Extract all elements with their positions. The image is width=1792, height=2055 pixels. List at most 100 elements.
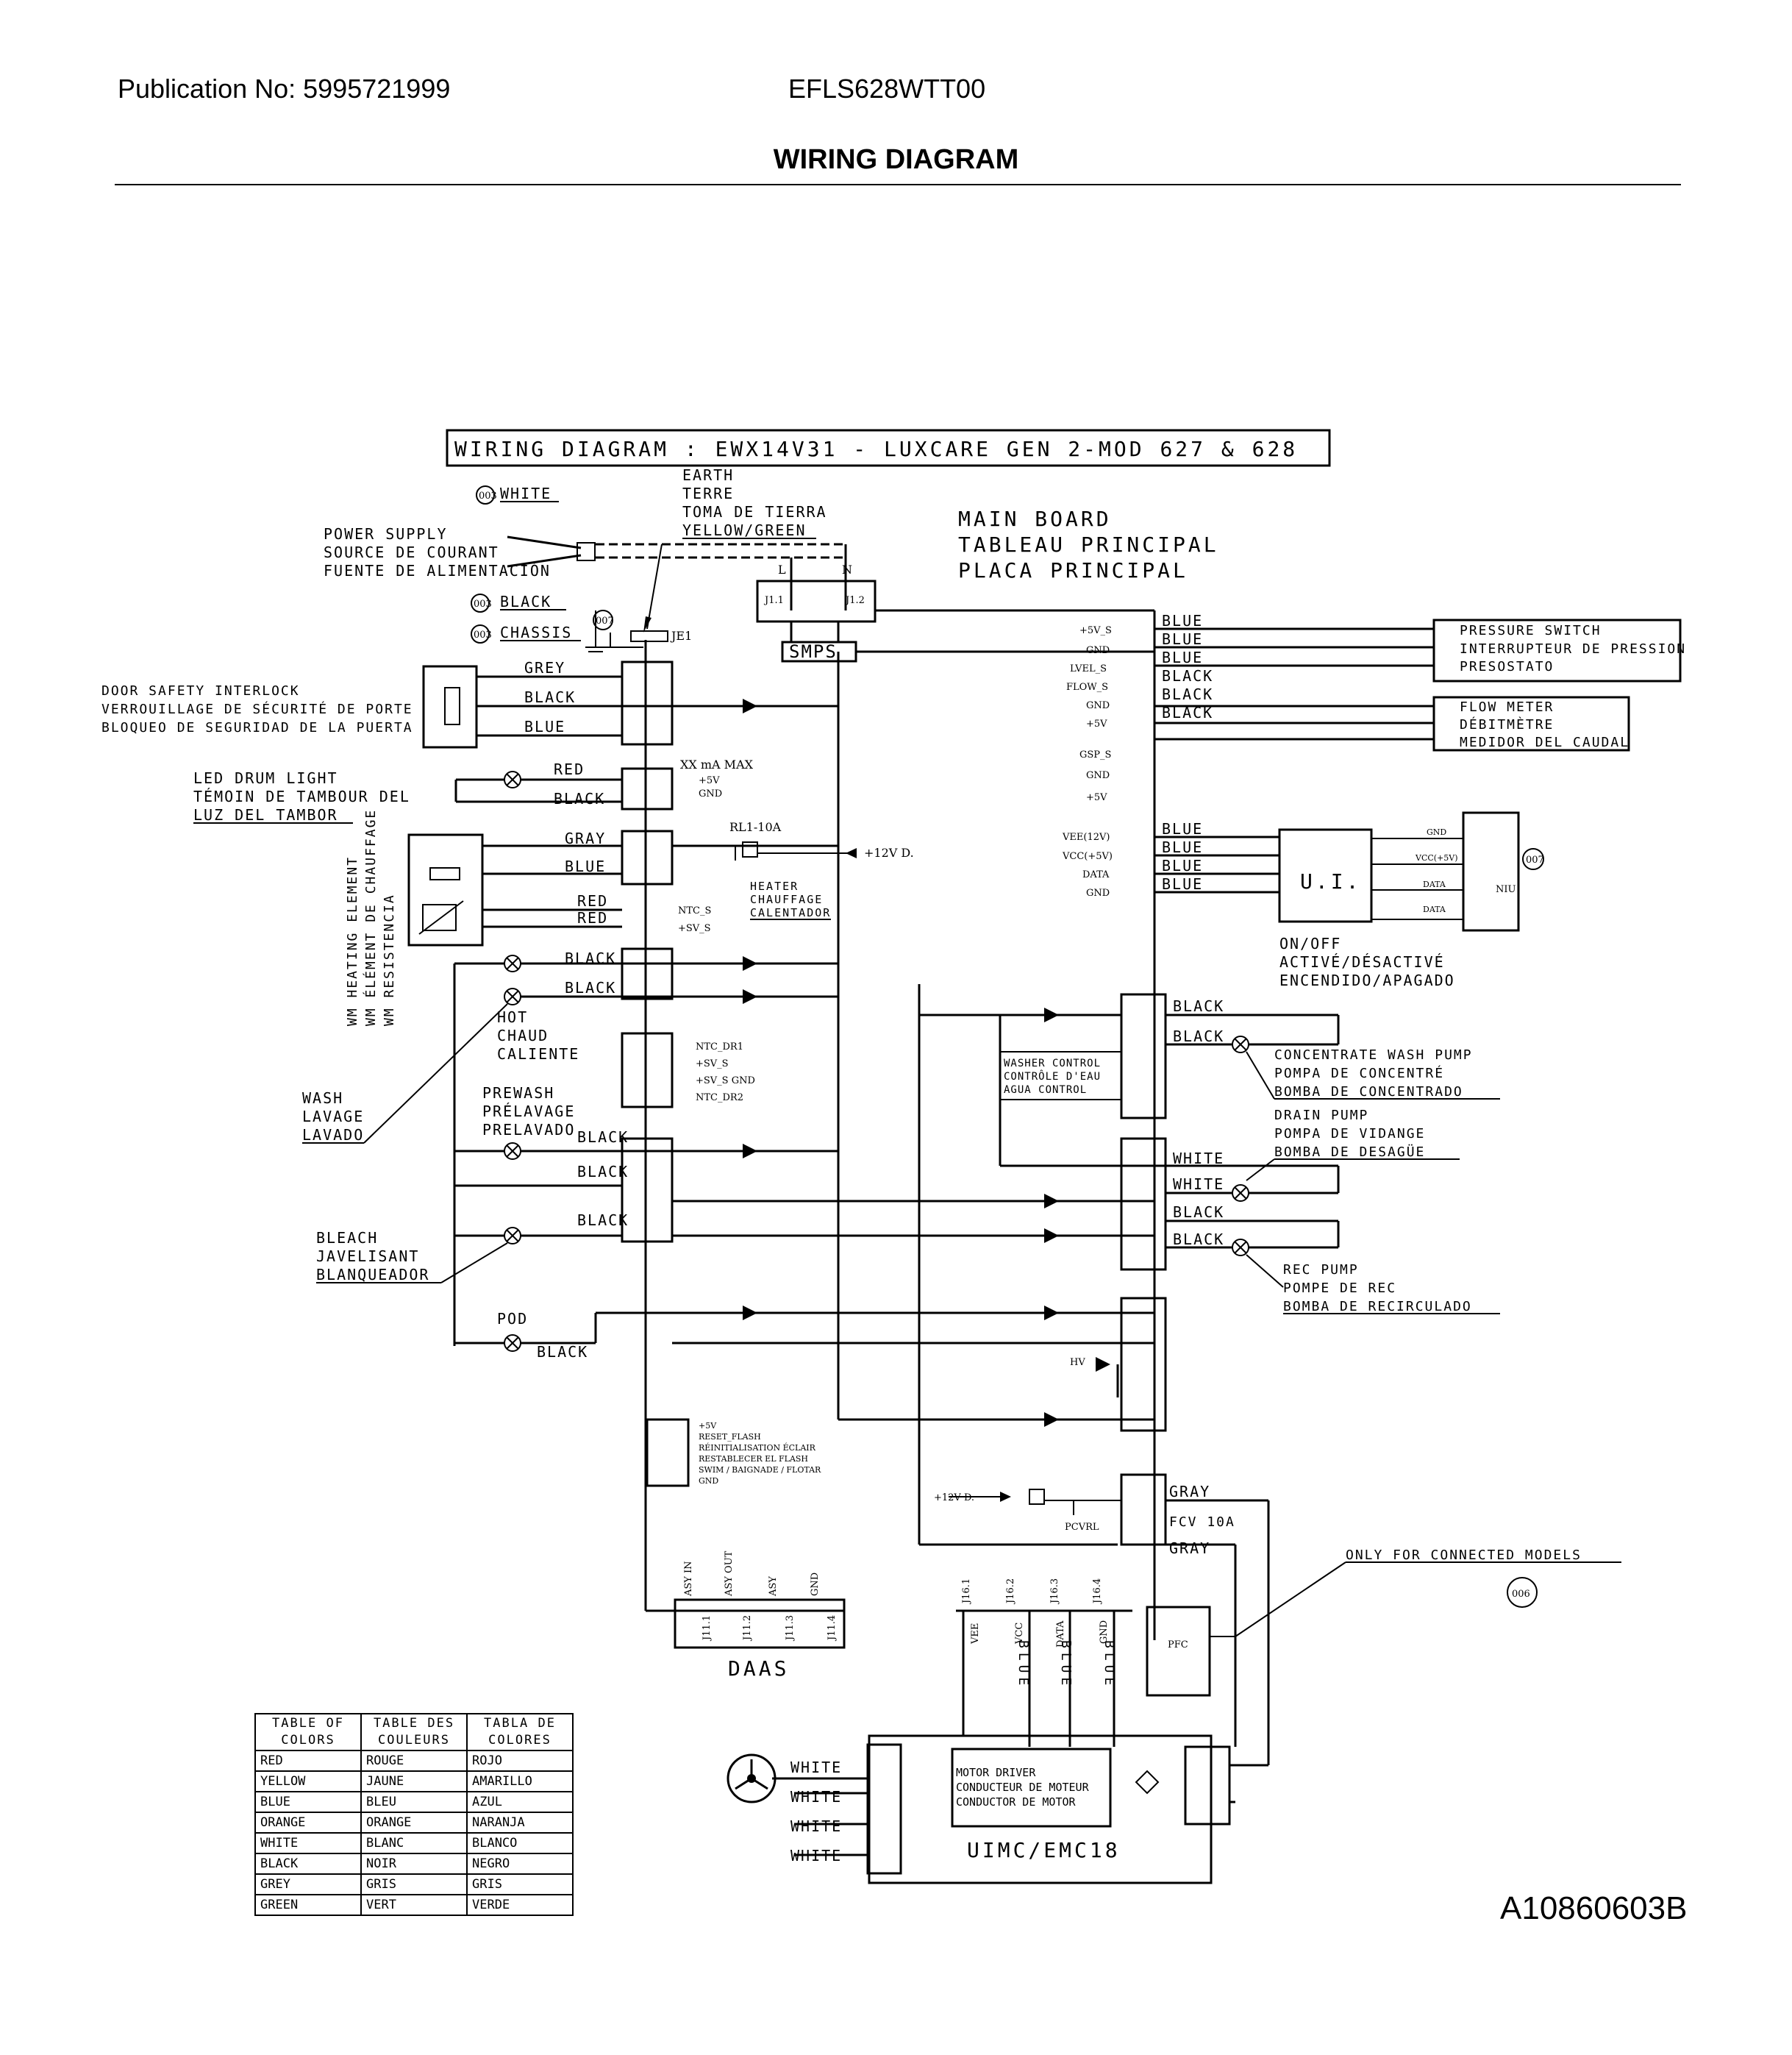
svg-text:+5V: +5V [699,1421,717,1431]
wire-label-red: RED [577,909,608,927]
svg-text:CONTRÔLE D'EAU: CONTRÔLE D'EAU [1004,1069,1101,1083]
main-board-label: MAIN BOARD TABLEAU PRINCIPAL PLACA PRINC… [958,507,1216,583]
je1-terminal [630,630,668,642]
svg-text:WASH: WASH [302,1089,343,1107]
ui-board [1278,828,1373,923]
svg-text:DOOR SAFETY INTERLOCK: DOOR SAFETY INTERLOCK [101,683,300,699]
svg-text:DATA: DATA [1055,1620,1066,1648]
wire-label-gray: GRAY [1169,1539,1210,1557]
mains-connector [756,580,877,623]
pressure-switch-box [1432,619,1682,683]
wire-label-white: WHITE [790,1759,842,1776]
drain-pump-label: DRAIN PUMP POMPA DE VIDANGE BOMBA DE DES… [1274,1108,1425,1160]
svg-text:+5V: +5V [1086,792,1107,803]
svg-text:INTERRUPTEUR DE PRESSION: INTERRUPTEUR DE PRESSION [1460,641,1686,657]
svg-text:LAVAGE: LAVAGE [302,1108,364,1125]
svg-text:HV: HV [1070,1357,1085,1368]
svg-text:SMPS: SMPS [789,641,838,662]
svg-text:PRESSURE SWITCH: PRESSURE SWITCH [1460,623,1602,638]
svg-text:VCC(+5V): VCC(+5V) [1062,851,1113,862]
svg-text:BLANQUEADOR: BLANQUEADOR [316,1266,429,1283]
heating-element-box [407,833,484,947]
svg-text:AGUA CONTROL: AGUA CONTROL [1004,1084,1087,1096]
wire-label-chassis: CHASSIS [500,624,572,641]
wire-label-grey: GREY [524,659,565,677]
j12-signal-labels: +5V_S GND LVEL_S FLOW_S GND +5V [1066,625,1112,730]
wire-label-blue: BLUE [1162,875,1203,893]
svg-text:WM RESISTENCIA: WM RESISTENCIA [382,894,397,1026]
svg-text:WM ÉLÉMENT DE CHAUFFAGE: WM ÉLÉMENT DE CHAUFFAGE [363,809,379,1026]
heater-label: HEATER CHAUFFAGE CALENTADOR [750,880,831,919]
fcv-relay-icon [1029,1489,1045,1505]
svg-text:+12V D.: +12V D. [934,1492,974,1503]
svg-text:CHAUD: CHAUD [497,1027,549,1044]
svg-text:003: 003 [479,491,497,502]
wire-label-black: BLACK [500,593,551,610]
wire-label-black: BLACK [1162,667,1213,685]
svg-text:J16.2: J16.2 [1005,1578,1016,1605]
svg-text:006: 006 [1512,1589,1530,1600]
wire-label-red: RED [577,892,608,910]
niu-board [1462,811,1520,932]
led-drum-label: LED DRUM LIGHT TÉMOIN DE TAMBOUR DEL LUZ… [193,769,409,824]
svg-text:CONDUCTEUR DE MOTEUR: CONDUCTEUR DE MOTEUR [956,1781,1090,1794]
wire-label-white: WHITE [1173,1150,1224,1167]
svg-text:VERROUILLAGE DE SÉCURITÉ DE PO: VERROUILLAGE DE SÉCURITÉ DE PORTE [101,701,413,717]
connector-j5 [621,830,674,886]
svg-text:BLEACH: BLEACH [316,1229,378,1247]
svg-text:BOMBA DE CONCENTRADO: BOMBA DE CONCENTRADO [1274,1084,1463,1100]
banner-text: WIRING DIAGRAM : EWX14V31 - LUXCARE GEN … [454,437,1298,461]
svg-text:RESTABLECER EL FLASH: RESTABLECER EL FLASH [699,1454,808,1464]
wire-label-blue: BLUE [1162,838,1203,856]
svg-text:CHAUFFAGE: CHAUFFAGE [750,893,823,906]
svg-text:CALENTADOR: CALENTADOR [750,906,831,919]
motor-driver-label: MOTOR DRIVER CONDUCTEUR DE MOTEUR CONDUC… [956,1766,1090,1809]
svg-text:BLOQUEO DE SEGURIDAD DE LA PUE: BLOQUEO DE SEGURIDAD DE LA PUERTA [101,720,413,736]
svg-text:XX mA MAX: XX mA MAX [680,758,754,772]
svg-text:J16.4: J16.4 [1092,1578,1103,1605]
svg-text:LED DRUM LIGHT: LED DRUM LIGHT [193,769,338,787]
heating-element-label: WM HEATING ELEMENT WM ÉLÉMENT DE CHAUFFA… [345,809,397,1026]
rec-pump-label: REC PUMP POMPE DE REC BOMBA DE RECIRCULA… [1283,1262,1471,1314]
svg-text:N: N [842,563,852,577]
svg-text:GND: GND [699,788,722,799]
svg-text:ENCENDIDO/APAGADO: ENCENDIDO/APAGADO [1279,972,1455,989]
svg-text:JE1: JE1 [670,629,692,643]
svg-text:PREWASH: PREWASH [482,1084,554,1102]
on-off-label: ON/OFF ACTIVÉ/DÉSACTIVÉ ENCENDIDO/APAGAD… [1279,935,1455,989]
svg-text:GND: GND [1099,1620,1110,1644]
svg-text:VEE: VEE [970,1623,981,1645]
wire-label-blue: BLUE [1162,820,1203,838]
daas-connector [674,1598,846,1649]
svg-text:J11.3: J11.3 [785,1615,796,1642]
wire-label-red: RED [554,761,585,778]
connector-j8 [621,947,674,1000]
flow-meter-label: FLOW METER DÉBITMÈTRE MEDIDOR DEL CAUDAL [1460,699,1628,750]
page-title: WIRING DIAGRAM [773,144,1019,175]
connected-models-label: ONLY FOR CONNECTED MODELS [1346,1548,1582,1563]
wire-label-black: BLACK [577,1163,629,1180]
svg-text:CALIENTE: CALIENTE [497,1045,579,1063]
svg-text:LVEL_S: LVEL_S [1070,663,1107,674]
badge-007-icon [1522,848,1544,870]
model-number: EFLS628WTT00 [788,74,986,104]
svg-text:DATA: DATA [1082,869,1110,880]
svg-text:BLUE: BLUE [1102,1640,1117,1689]
motor-driver-box [951,1748,1112,1828]
svg-text:ASY IN: ASY IN [683,1561,694,1597]
wire-label-black: BLACK [537,1343,588,1361]
door-interlock-switch [422,665,478,749]
wire-label-black: BLACK [554,790,605,808]
wire-label-black: BLACK [1173,997,1224,1015]
wire-label-black: BLACK [577,1211,629,1229]
svg-text:POMPA DE VIDANGE: POMPA DE VIDANGE [1274,1126,1425,1142]
wire-label-black: BLACK [1173,1230,1224,1248]
svg-text:VEE(12V): VEE(12V) [1062,832,1110,843]
connector-j29 [621,767,674,811]
wash-label: WASH LAVAGE LAVADO [302,1089,364,1144]
wire-label-blue: BLUE [524,718,565,736]
